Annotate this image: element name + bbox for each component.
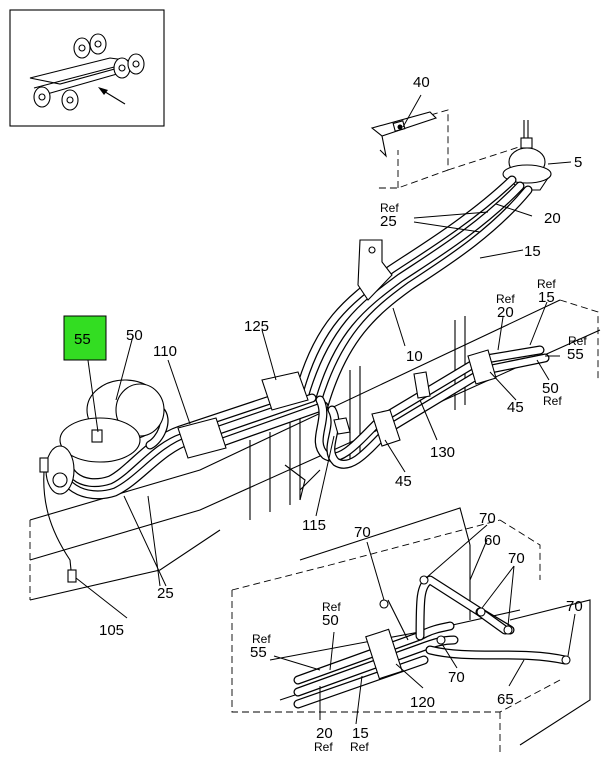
callout-70-c: 70 — [508, 550, 525, 567]
callout-70-e: 70 — [448, 669, 465, 686]
callout-labels: 5 10 15 Ref 15 15 Ref 20 Ref 20 20 Ref R… — [74, 74, 587, 754]
callout-50: 50 — [126, 327, 143, 344]
callout-20-ref-lower-sub: Ref — [314, 740, 333, 754]
callout-15-ref-lower: 15 — [352, 725, 369, 742]
callout-70-d: 70 — [566, 598, 583, 615]
callout-60: 60 — [484, 532, 501, 549]
leader-lines — [75, 94, 576, 725]
callout-15: 15 — [524, 243, 541, 260]
callout-70-a: 70 — [354, 524, 371, 541]
callout-40: 40 — [413, 74, 430, 91]
callout-50-ref-lower: 50 — [322, 612, 339, 629]
callout-105: 105 — [99, 622, 124, 639]
callout-55-highlighted: 55 — [74, 331, 91, 348]
callout-15-ref-lower-sub: Ref — [350, 740, 369, 754]
callout-50-ref-sub: Ref — [543, 394, 562, 408]
callout-125: 125 — [244, 318, 269, 335]
callout-20-ref-lower: 20 — [316, 725, 333, 742]
callout-110: 110 — [153, 343, 177, 360]
callout-25: 25 — [157, 585, 174, 602]
callout-130: 130 — [430, 444, 455, 461]
callout-55-ref-sub: Ref — [568, 334, 587, 348]
callout-20-ref: 20 — [497, 304, 514, 321]
detail-box-lower — [231, 507, 591, 755]
callout-55-ref-lower-sub: Ref — [252, 632, 271, 646]
callout-55-ref: 55 — [567, 346, 584, 363]
callout-20-ref-sub: Ref — [496, 292, 515, 306]
callout-10: 10 — [406, 348, 423, 365]
callout-25-ref-sub: Ref — [380, 201, 399, 215]
callout-20: 20 — [544, 210, 561, 227]
callout-25-ref: 25 — [380, 213, 397, 230]
clamps — [177, 239, 497, 459]
detail-box-40 — [370, 109, 523, 189]
callout-115: 115 — [302, 517, 326, 534]
brake-chamber — [39, 379, 165, 583]
highlight-box-55 — [63, 315, 107, 361]
callout-120: 120 — [410, 694, 435, 711]
callout-65: 65 — [497, 691, 514, 708]
callout-45-right: 45 — [507, 399, 524, 416]
callout-5: 5 — [574, 154, 582, 171]
callout-15-ref: 15 — [538, 289, 555, 306]
callout-15-ref-sub: Ref — [537, 277, 556, 291]
locator-inset — [9, 9, 165, 127]
callout-70-b: 70 — [479, 510, 496, 527]
callout-55-ref-lower: 55 — [250, 644, 267, 661]
callout-45-mid: 45 — [395, 473, 412, 490]
air-lines — [55, 175, 550, 500]
callout-50-ref: 50 — [542, 380, 559, 397]
callout-50-ref-lower-sub: Ref — [322, 600, 341, 614]
